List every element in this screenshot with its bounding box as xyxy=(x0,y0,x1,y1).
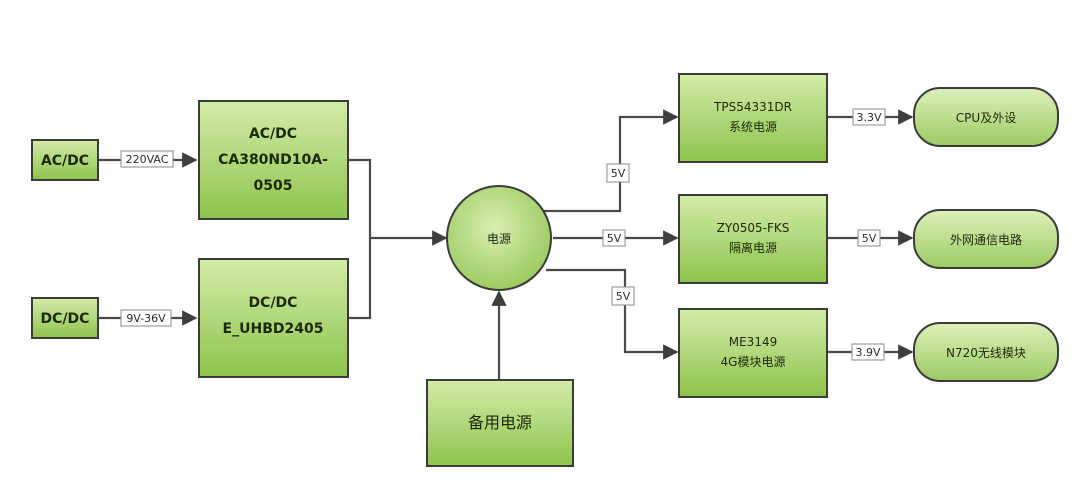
wire-hub-to-reg3 xyxy=(546,268,679,360)
edge-labels: 220VAC 9V-36V 5V 5V 5V 3.3V 5V 3.9V xyxy=(120,108,886,361)
converter-acdc-ca380nd10a: AC/DC CA380ND10A- 0505 xyxy=(198,100,349,220)
edge-label-hub-to-reg2: 5V xyxy=(602,229,626,247)
svg-text:9V-36V: 9V-36V xyxy=(126,312,166,325)
svg-text:5V: 5V xyxy=(862,232,877,245)
svg-text:TPS54331DR: TPS54331DR xyxy=(713,100,792,114)
load-network-circuit: 外网通信电路 xyxy=(913,209,1059,269)
svg-text:AC/DC: AC/DC xyxy=(249,126,297,142)
svg-text:5V: 5V xyxy=(616,290,631,303)
connections xyxy=(98,109,914,380)
svg-text:系统电源: 系统电源 xyxy=(729,120,777,134)
edge-label-reg2-to-load2: 5V xyxy=(857,229,881,247)
edge-label-hub-to-reg1: 5V xyxy=(606,163,630,183)
svg-text:CPU及外设: CPU及外设 xyxy=(956,111,1016,125)
edge-label-hub-to-reg3: 5V xyxy=(611,286,635,306)
svg-text:E_UHBD2405: E_UHBD2405 xyxy=(223,321,324,337)
svg-text:外网通信电路: 外网通信电路 xyxy=(950,232,1022,247)
svg-text:N720无线模块: N720无线模块 xyxy=(946,346,1026,360)
svg-text:0505: 0505 xyxy=(254,178,293,194)
edge-label-reg1-to-load1: 3.3V xyxy=(852,108,886,126)
edge-label-reg3-to-load3: 3.9V xyxy=(851,343,885,361)
regulator-me3149: ME3149 4G模块电源 xyxy=(678,308,828,398)
edge-label-dc-in: 9V-36V xyxy=(120,309,172,327)
load-cpu-peripherals: CPU及外设 xyxy=(913,87,1059,147)
wire-acdc-to-bus xyxy=(348,158,372,238)
converter-dcdc-e-uhbd2405: DC/DC E_UHBD2405 xyxy=(198,258,349,378)
svg-text:5V: 5V xyxy=(611,167,626,180)
power-hub: 电源 xyxy=(446,185,552,291)
input-dcdc: DC/DC xyxy=(31,297,99,339)
svg-text:3.9V: 3.9V xyxy=(855,346,880,359)
svg-text:备用电源: 备用电源 xyxy=(468,413,532,432)
svg-text:CA380ND10A-: CA380ND10A- xyxy=(218,152,328,168)
wire-dcdc-to-bus xyxy=(348,238,372,320)
svg-text:DC/DC: DC/DC xyxy=(41,311,90,327)
svg-text:220VAC: 220VAC xyxy=(126,153,169,166)
backup-power-box: 备用电源 xyxy=(426,379,574,467)
load-n720-wireless-module: N720无线模块 xyxy=(913,322,1059,382)
svg-text:4G模块电源: 4G模块电源 xyxy=(721,355,786,369)
regulator-tps54331dr: TPS54331DR 系统电源 xyxy=(678,73,828,163)
svg-text:3.3V: 3.3V xyxy=(856,111,881,124)
input-acdc: AC/DC xyxy=(31,139,99,181)
svg-text:ME3149: ME3149 xyxy=(729,335,777,349)
svg-text:隔离电源: 隔离电源 xyxy=(729,240,777,255)
edge-label-ac-in: 220VAC xyxy=(120,150,174,168)
svg-text:电源: 电源 xyxy=(487,232,511,246)
regulator-zy0505-fks: ZY0505-FKS 隔离电源 xyxy=(678,194,828,284)
svg-text:DC/DC: DC/DC xyxy=(249,295,298,311)
svg-text:AC/DC: AC/DC xyxy=(41,153,89,169)
svg-text:5V: 5V xyxy=(607,232,622,245)
svg-text:ZY0505-FKS: ZY0505-FKS xyxy=(717,221,790,235)
